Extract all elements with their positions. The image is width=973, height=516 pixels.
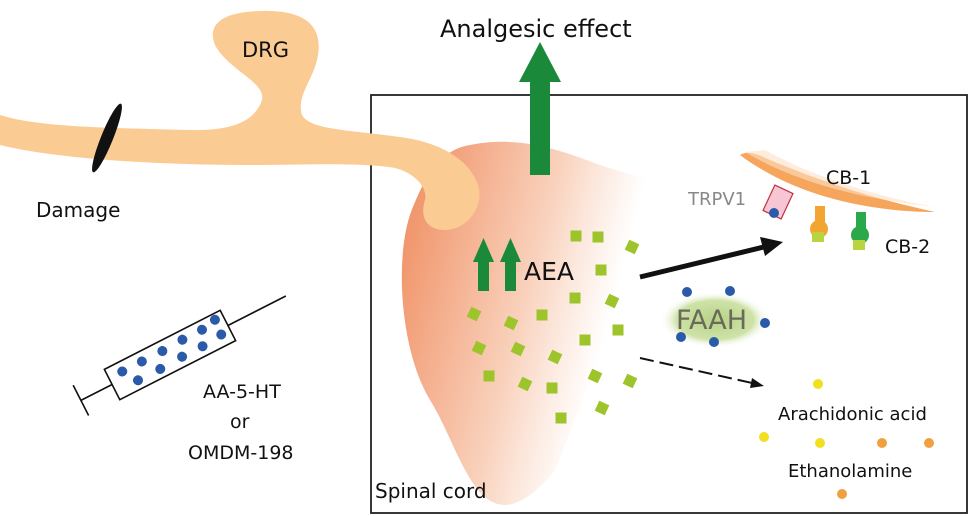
ethanolamine-label: Ethanolamine (788, 461, 912, 482)
nerve-fiber (0, 10, 480, 230)
aea-molecule-icon (555, 412, 567, 424)
aea-molecule-icon (579, 334, 591, 346)
aea-molecule-icon (594, 400, 610, 416)
aea-molecule-icon (570, 230, 582, 242)
ethanolamine-dots (837, 438, 934, 499)
aea-molecule-icon (471, 340, 487, 356)
cb1-receptor-icon (810, 206, 828, 242)
drug-name-2: OMDM-198 (188, 442, 294, 464)
aea-molecule-icon (569, 292, 581, 304)
faah-halo (660, 292, 770, 348)
activation-arrow-icon (639, 237, 783, 280)
degradation-arrow-icon (639, 357, 764, 388)
damage-label: Damage (36, 198, 120, 222)
drug-name-1: AA-5-HT (203, 381, 281, 403)
damage-mark-icon (92, 103, 122, 173)
faah-blue-dots (676, 286, 770, 347)
aea-molecule-icon (624, 239, 640, 255)
drg-label: DRG (242, 38, 289, 62)
spinal-cord-label: Spinal cord (375, 479, 487, 503)
spinal-cord-box (370, 94, 968, 514)
aea-molecule-icon (604, 293, 620, 309)
aea-molecule-icon (595, 264, 607, 276)
faah-label: FAAH (676, 305, 747, 336)
aea-molecule-icon (517, 376, 533, 392)
aea-molecule-icon (612, 324, 624, 336)
aea-molecule-icon (503, 315, 519, 331)
aea-molecule-icon (587, 368, 603, 384)
trpv1-receptor-icon (762, 184, 794, 220)
aea-molecule-icon (536, 309, 548, 321)
analgesic-arrow-icon (519, 42, 561, 175)
arachidonic-acid-dots (759, 379, 825, 448)
aea-molecule-icon (592, 231, 604, 243)
cb2-receptor-icon (851, 212, 869, 250)
aea-molecule-icon (547, 349, 563, 365)
aea-molecule-icon (546, 382, 558, 394)
cb2-label: CB-2 (885, 236, 930, 258)
cb1-label: CB-1 (826, 167, 871, 189)
aea-molecules (466, 230, 640, 424)
drug-or: or (230, 411, 250, 433)
aea-molecule-icon (466, 306, 482, 322)
aea-increase-arrows-icon (473, 238, 521, 291)
syringe-icon (72, 295, 287, 416)
aea-molecule-icon (510, 341, 526, 357)
trpv1-label: TRPV1 (687, 189, 746, 210)
aea-molecule-icon (483, 370, 495, 382)
aea-molecule-icon (622, 373, 638, 389)
arachidonic-acid-label: Arachidonic acid (778, 404, 927, 425)
analgesic-effect-title: Analgesic effect (440, 15, 632, 43)
aea-label: AEA (524, 257, 574, 286)
